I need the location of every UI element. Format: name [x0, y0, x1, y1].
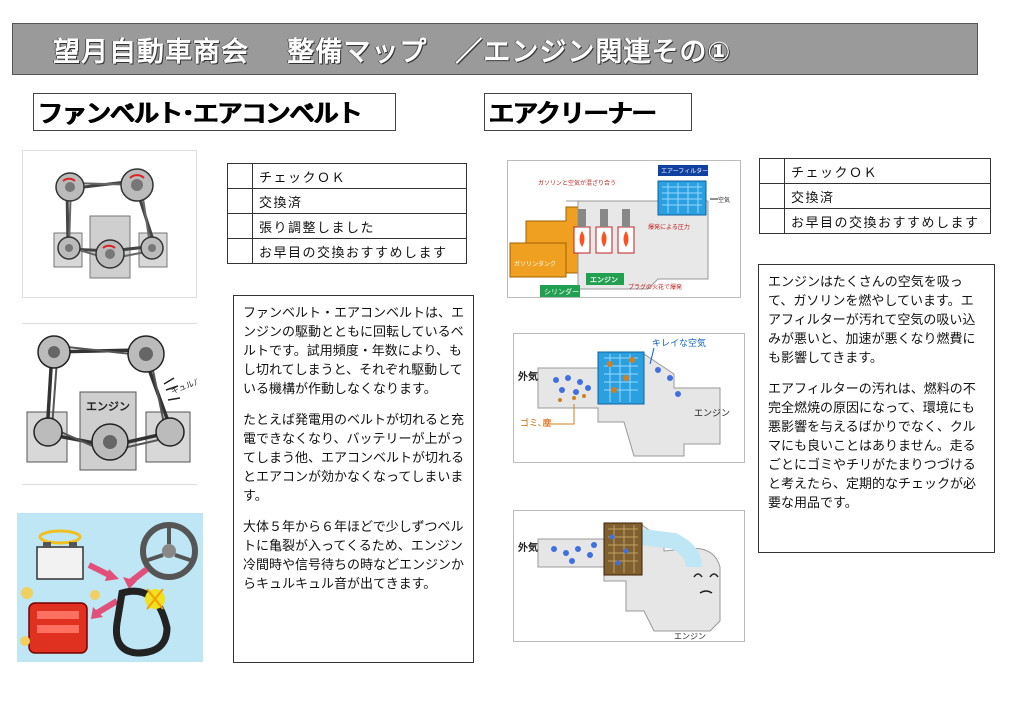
checklist-row: チェックＯＫ: [759, 158, 991, 184]
checklist-label: 交換済: [784, 183, 991, 209]
checklist-row: 張り調整しました: [227, 213, 467, 239]
checkbox[interactable]: [759, 208, 785, 234]
filter-label: エアーフィルター: [661, 167, 708, 175]
explosion-label: 爆発による圧力: [648, 223, 690, 231]
fanbelt-diagram-1: [22, 150, 197, 298]
checklist-label: チェックＯＫ: [252, 163, 467, 189]
fanbelt-description: ファンベルト・エアコンベルトは、エンジンの駆動とともに回転しているベルトです。試…: [233, 295, 474, 663]
checkbox[interactable]: [759, 183, 785, 209]
sad-face-icon: [693, 573, 719, 594]
checklist-label: チェックＯＫ: [784, 158, 991, 184]
checkbox[interactable]: [227, 213, 253, 239]
belt-icon: [112, 587, 171, 657]
battery-icon: [36, 542, 84, 580]
fanbelt-engine-label: エンジン: [86, 400, 130, 413]
tank-label: ガソリンタンク: [514, 260, 556, 268]
fanbelt-paragraph: 大体５年から６年ほどで少しずつベルトに亀裂が入ってくるため、エンジン冷間時や信号…: [243, 520, 465, 592]
engine-label: エンジン: [694, 409, 730, 419]
fanbelt-noise-label: キュルル: [170, 376, 197, 395]
engine-icon: [28, 602, 88, 654]
checkbox[interactable]: [227, 163, 253, 189]
cylinder-icon: [573, 209, 635, 254]
outside-air-label: 外気: [517, 370, 538, 383]
checklist-row: 交換済: [759, 183, 991, 209]
air-label: 空気: [718, 196, 730, 204]
checklist-row: お早目の交換おすすめします: [759, 208, 991, 234]
checkbox[interactable]: [227, 188, 253, 214]
aircleaner-diagram-1: ガソリンタンク エアーフィルター 空気 ガソリンと空気が混ざり合う 爆発による圧…: [507, 160, 741, 298]
checklist-row: お早目の交換おすすめします: [227, 238, 467, 264]
engine-label: エンジン: [590, 276, 618, 284]
steering-wheel-icon: [140, 522, 198, 580]
checklist-label: 張り調整しました: [252, 213, 467, 239]
plug-label: プラグの火花で爆発: [628, 283, 682, 291]
checklist-label: 交換済: [252, 188, 467, 214]
mix-label: ガソリンと空気が混ざり合う: [538, 179, 616, 187]
aircleaner-description: エンジンはたくさんの空気を吸って、ガソリンを燃やしています。エアフィルターが汚れ…: [758, 264, 995, 553]
page-title: 望月自動車商会 整備マップ ／エンジン関連その①: [53, 36, 732, 68]
checkbox[interactable]: [227, 238, 253, 264]
fanbelt-checklist: チェックＯＫ 交換済 張り調整しました お早目の交換おすすめします: [227, 163, 467, 264]
fanbelt-paragraph: ファンベルト・エアコンベルトは、エンジンの駆動とともに回転しているベルトです。試…: [243, 306, 465, 397]
fanbelt-heading: ファンベルト･エアコンベルト: [33, 93, 396, 131]
aircleaner-heading: エアクリーナー: [484, 93, 692, 131]
checklist-row: チェックＯＫ: [227, 163, 467, 189]
cylinder-label: シリンダー: [544, 287, 579, 296]
checklist-label: お早目の交換おすすめします: [784, 208, 991, 234]
clean-air-label: キレイな空気: [652, 337, 706, 349]
aircleaner-diagram-2: 外気 ゴミ､塵 キレイな空気 エンジン: [513, 333, 745, 463]
fanbelt-paragraph: たとえば発電用のベルトが切れると充電できなくなり、バッテリーが上がってしまう他、…: [243, 413, 465, 504]
title-bar: 望月自動車商会 整備マップ ／エンジン関連その①: [12, 23, 978, 75]
outside-air-label: 外気: [517, 541, 538, 554]
dust-label: ゴミ､塵: [520, 417, 552, 429]
checkbox[interactable]: [759, 158, 785, 184]
aircleaner-paragraph: エンジンはたくさんの空気を吸って、ガソリンを燃やしています。エアフィルターが汚れ…: [768, 275, 976, 366]
checklist-label: お早目の交換おすすめします: [252, 238, 467, 264]
fanbelt-cartoon-illustration: [17, 513, 203, 662]
engine-label: エンジン: [674, 632, 706, 641]
fanbelt-diagram-2: エンジン キュルル: [22, 323, 197, 485]
checklist-row: 交換済: [227, 188, 467, 214]
aircleaner-diagram-3: 外気 エンジン: [513, 510, 745, 642]
aircleaner-checklist: チェックＯＫ 交換済 お早目の交換おすすめします: [759, 158, 991, 234]
aircleaner-paragraph: エアフィルターの汚れは、燃料の不完全燃焼の原因になって、環境にも悪影響を与えるば…: [768, 382, 977, 511]
